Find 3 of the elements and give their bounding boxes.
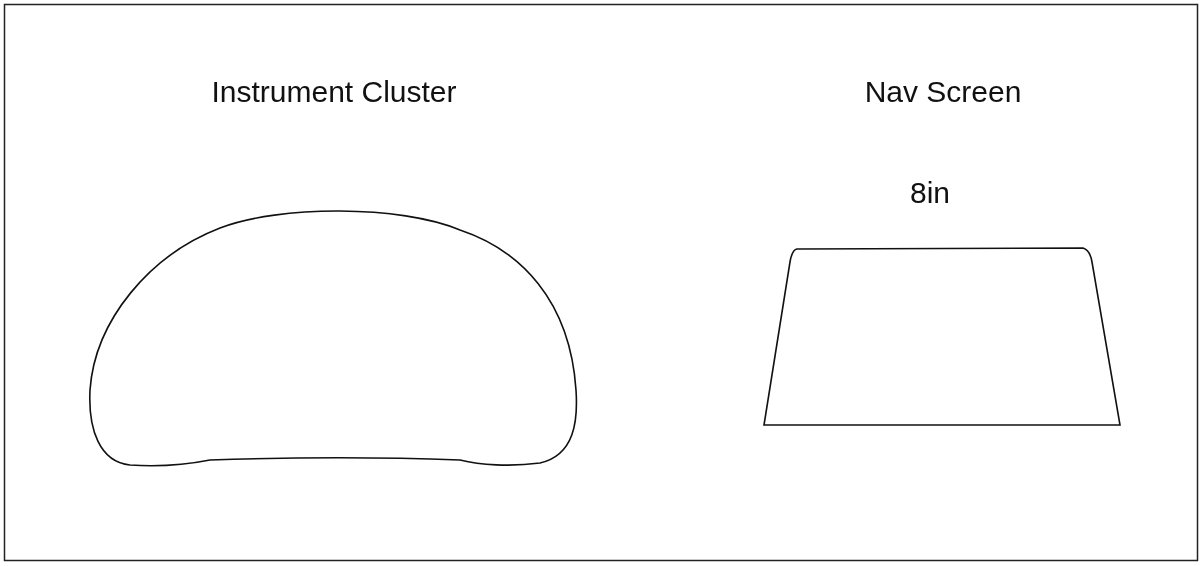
shape-title: Nav Screen [863,75,1023,109]
size-label: 8in [910,176,951,210]
shape-title: Instrument Cluster [210,75,458,109]
